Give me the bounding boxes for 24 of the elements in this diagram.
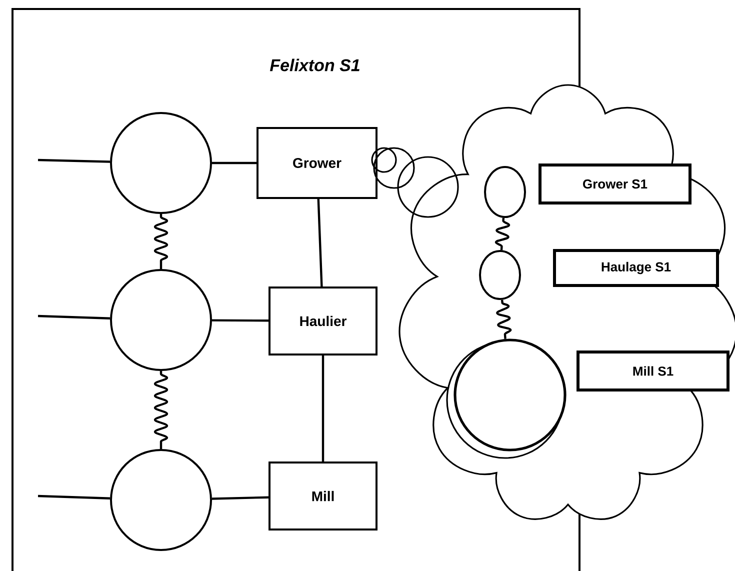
label-box: Grower S1 [538, 164, 692, 204]
connector-line [317, 198, 323, 287]
spring-line [154, 371, 168, 449]
connector-line [212, 496, 269, 500]
spring-line [154, 214, 168, 269]
connector-line [212, 319, 269, 322]
connector-line [38, 314, 110, 320]
spring-line [496, 300, 512, 339]
circle-shape [110, 269, 212, 371]
circle-shape [110, 112, 212, 214]
label-box: Mill S1 [576, 350, 730, 392]
label-box: Haulage S1 [553, 249, 719, 287]
connector-line [322, 356, 324, 462]
process-box: Grower [256, 127, 378, 199]
connector-line [212, 162, 256, 164]
connector-line [38, 494, 110, 500]
process-box: Haulier [268, 286, 378, 356]
circle-shape [110, 449, 212, 551]
circle-shape [446, 338, 566, 459]
process-box: Mill [268, 462, 378, 530]
ring-shape [479, 250, 521, 300]
spring-line [494, 218, 510, 250]
connector-line [38, 158, 110, 163]
ring-shape [484, 166, 526, 218]
